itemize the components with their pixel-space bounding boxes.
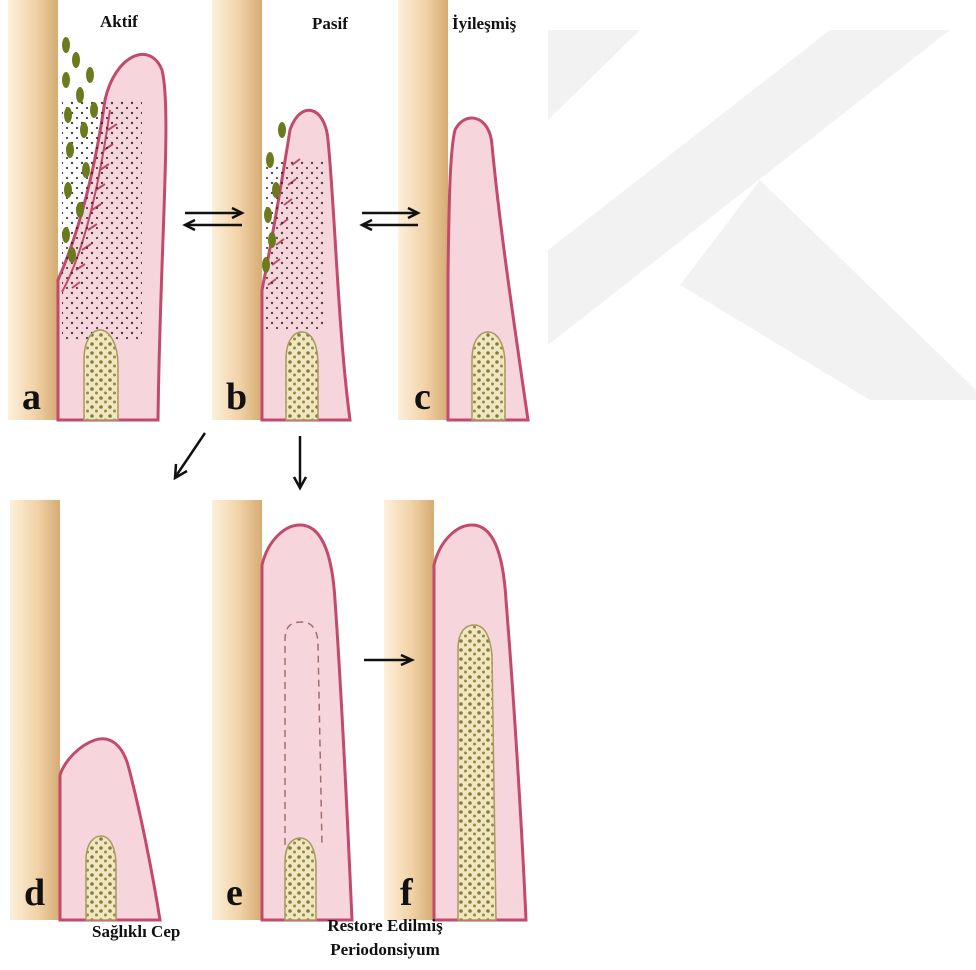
panel-d [10,500,160,920]
tooth-root-a [8,0,58,420]
bone-crest-d [86,836,116,920]
panel-label-c: c [414,378,431,416]
caption-healthy-pocket: Sağlıklı Cep [92,920,180,944]
caption-restored-line1: Restore Edilmiş [300,914,470,938]
panel-label-d: d [24,874,45,912]
panel-label-e: e [226,874,243,912]
bone-crest-b [286,332,318,420]
caption-restored-line2: Periodonsiyum [300,938,470,962]
tooth-root-c [398,0,448,420]
title-active: Aktif [100,12,138,32]
panel-b-passive [212,0,350,420]
arrow-a-to-d [175,433,205,478]
bone-crest-f [458,625,496,920]
panel-a-active [8,0,166,420]
tooth-root-f [384,500,434,920]
panel-label-b: b [226,378,247,416]
inflammatory-cells-a [62,100,142,340]
title-healed: İyileşmiş [452,14,516,34]
bone-crest-a [84,330,118,420]
panel-label-f: f [400,874,413,912]
arrow-b-to-e [294,436,306,488]
bone-crest-c [472,332,505,420]
panel-label-a: a [22,378,41,416]
panel-f [384,500,526,920]
tooth-root-d [10,500,60,920]
bone-crest-e [285,838,316,920]
panel-c-healed [398,0,528,420]
caption-restored-periodontium: Restore Edilmiş Periodonsiyum [300,914,470,962]
panel-e [212,500,352,920]
watermark-logo [548,30,976,400]
title-passive: Pasif [312,14,348,34]
tooth-root-e [212,500,262,920]
